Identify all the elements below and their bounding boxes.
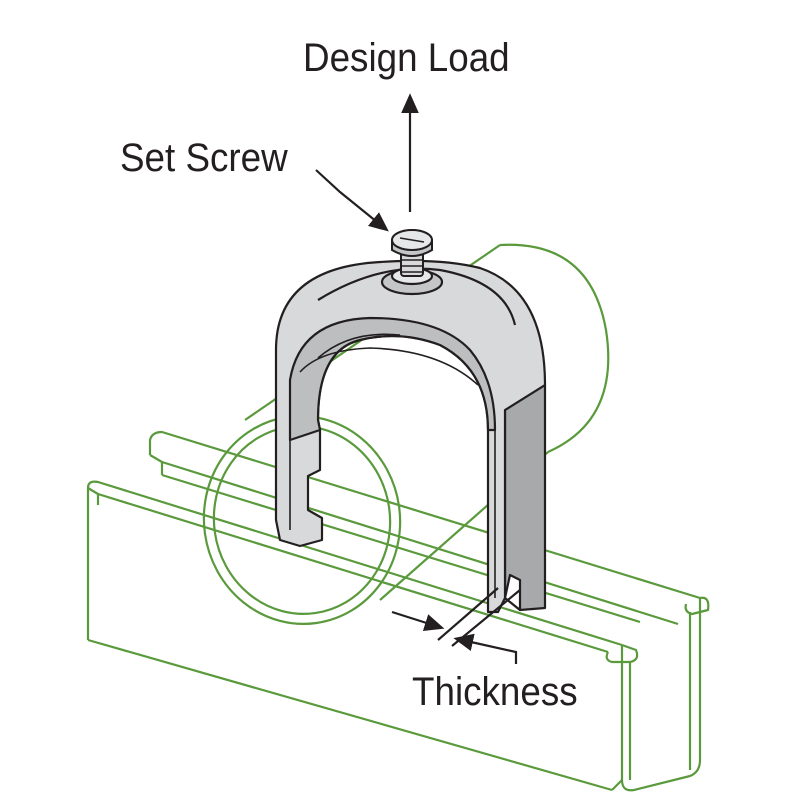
set-screw-leader bbox=[315, 169, 389, 232]
pipe-clamp bbox=[274, 259, 547, 614]
set-screw bbox=[391, 229, 433, 277]
strut-channel bbox=[86, 430, 710, 792]
set-screw-label: Set Screw bbox=[120, 136, 288, 180]
thickness-label: Thickness bbox=[412, 670, 578, 714]
thickness-dimension bbox=[391, 587, 521, 664]
design-load-label: Design Load bbox=[303, 36, 510, 80]
